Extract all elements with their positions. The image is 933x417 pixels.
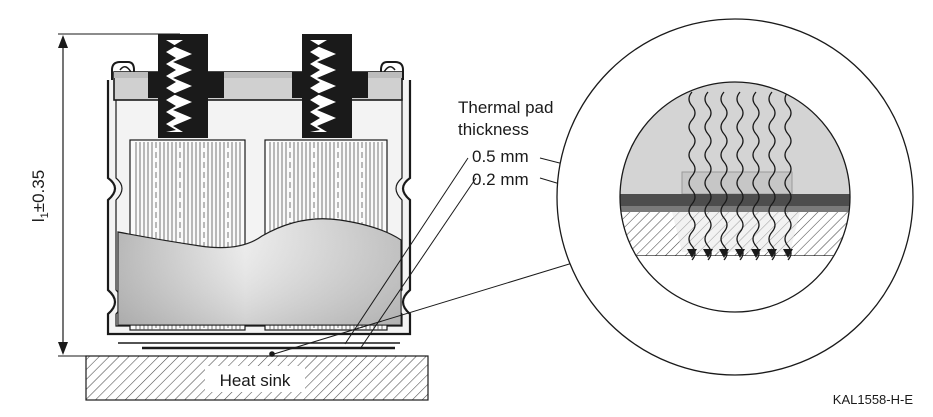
dimension-label: l1±0.35 xyxy=(29,170,51,222)
leader-02mm xyxy=(359,177,477,350)
heat-wave-line xyxy=(736,91,744,261)
heat-sink-label: Heat sink xyxy=(220,371,291,390)
can-inner-wall xyxy=(115,98,403,327)
leader-05mm xyxy=(344,157,469,345)
heat-arrow-head xyxy=(767,249,777,258)
heat-arrow-head xyxy=(703,249,713,258)
capacitor xyxy=(106,34,412,350)
heat-arrow-head xyxy=(735,249,745,258)
detail-pad-dark xyxy=(620,194,850,206)
detail-origin-dot xyxy=(269,351,275,357)
heat-sink-label-bg xyxy=(205,366,305,392)
heat-wave-line xyxy=(784,91,792,261)
heat-arrow-head xyxy=(719,249,729,258)
heat-wave-line xyxy=(720,91,728,261)
detail-pointer-line xyxy=(273,246,626,355)
thermal-pad-title: Thermal pad xyxy=(458,98,553,117)
left-terminal xyxy=(148,34,224,138)
left-crimp xyxy=(111,61,135,82)
figure-code: KAL1558-H-E xyxy=(833,392,914,407)
thermal-pad-subtitle: thickness xyxy=(458,120,529,139)
dimension-arrow-top xyxy=(58,35,68,48)
detail-inner-circle xyxy=(619,81,851,313)
thickness-05-label: 0.5 mm xyxy=(472,147,529,166)
right-crimp xyxy=(380,61,404,82)
heat-arrow-head xyxy=(783,249,793,258)
height-dimension: l1±0.35 xyxy=(29,33,180,357)
heat-flow-arrows xyxy=(687,91,793,261)
heat-wave-line xyxy=(768,91,776,261)
dimension-arrow-bottom xyxy=(58,342,68,355)
heat-wave-line xyxy=(688,91,696,261)
heat-wave-line xyxy=(752,91,760,261)
thickness-02-label: 0.2 mm xyxy=(472,170,529,189)
heat-wave-line xyxy=(704,91,712,261)
heat-arrow-head xyxy=(751,249,761,258)
heat-arrow-head xyxy=(687,249,697,258)
right-terminal xyxy=(292,34,368,138)
